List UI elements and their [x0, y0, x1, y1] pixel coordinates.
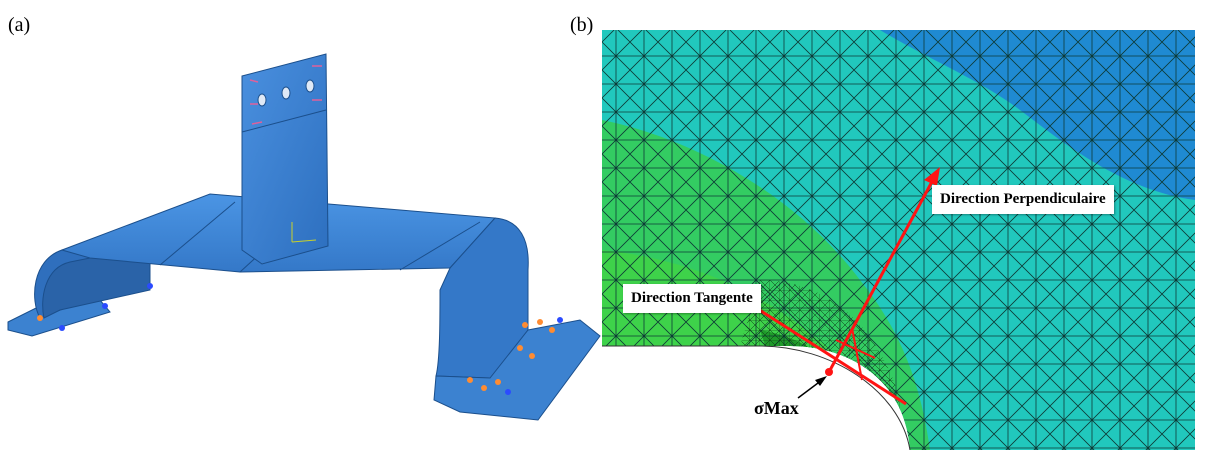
plate-loads — [249, 65, 322, 125]
panel-b-label: (b) — [570, 14, 594, 36]
tangent-line — [746, 300, 907, 406]
hole-edge — [602, 345, 911, 450]
vertical-plate — [241, 53, 329, 265]
perpendicular-arrow — [827, 177, 936, 373]
hole — [305, 79, 315, 93]
hole — [281, 86, 291, 100]
perpendicular-direction-label: Direction Perpendiculaire — [932, 185, 1114, 214]
panel-a-label: (a) — [8, 14, 31, 36]
sigma-max-point — [825, 368, 833, 376]
sigma-max-label: σMax — [754, 398, 799, 418]
tangent-direction-label: Direction Tangente — [623, 284, 761, 313]
bolt-markers — [37, 283, 563, 395]
axis-triad — [291, 222, 317, 243]
direction-arrows — [746, 167, 940, 406]
left-wall-inner — [42, 245, 151, 319]
right-flange — [433, 319, 601, 421]
sigma-pointer — [797, 376, 827, 399]
hole — [257, 93, 267, 107]
